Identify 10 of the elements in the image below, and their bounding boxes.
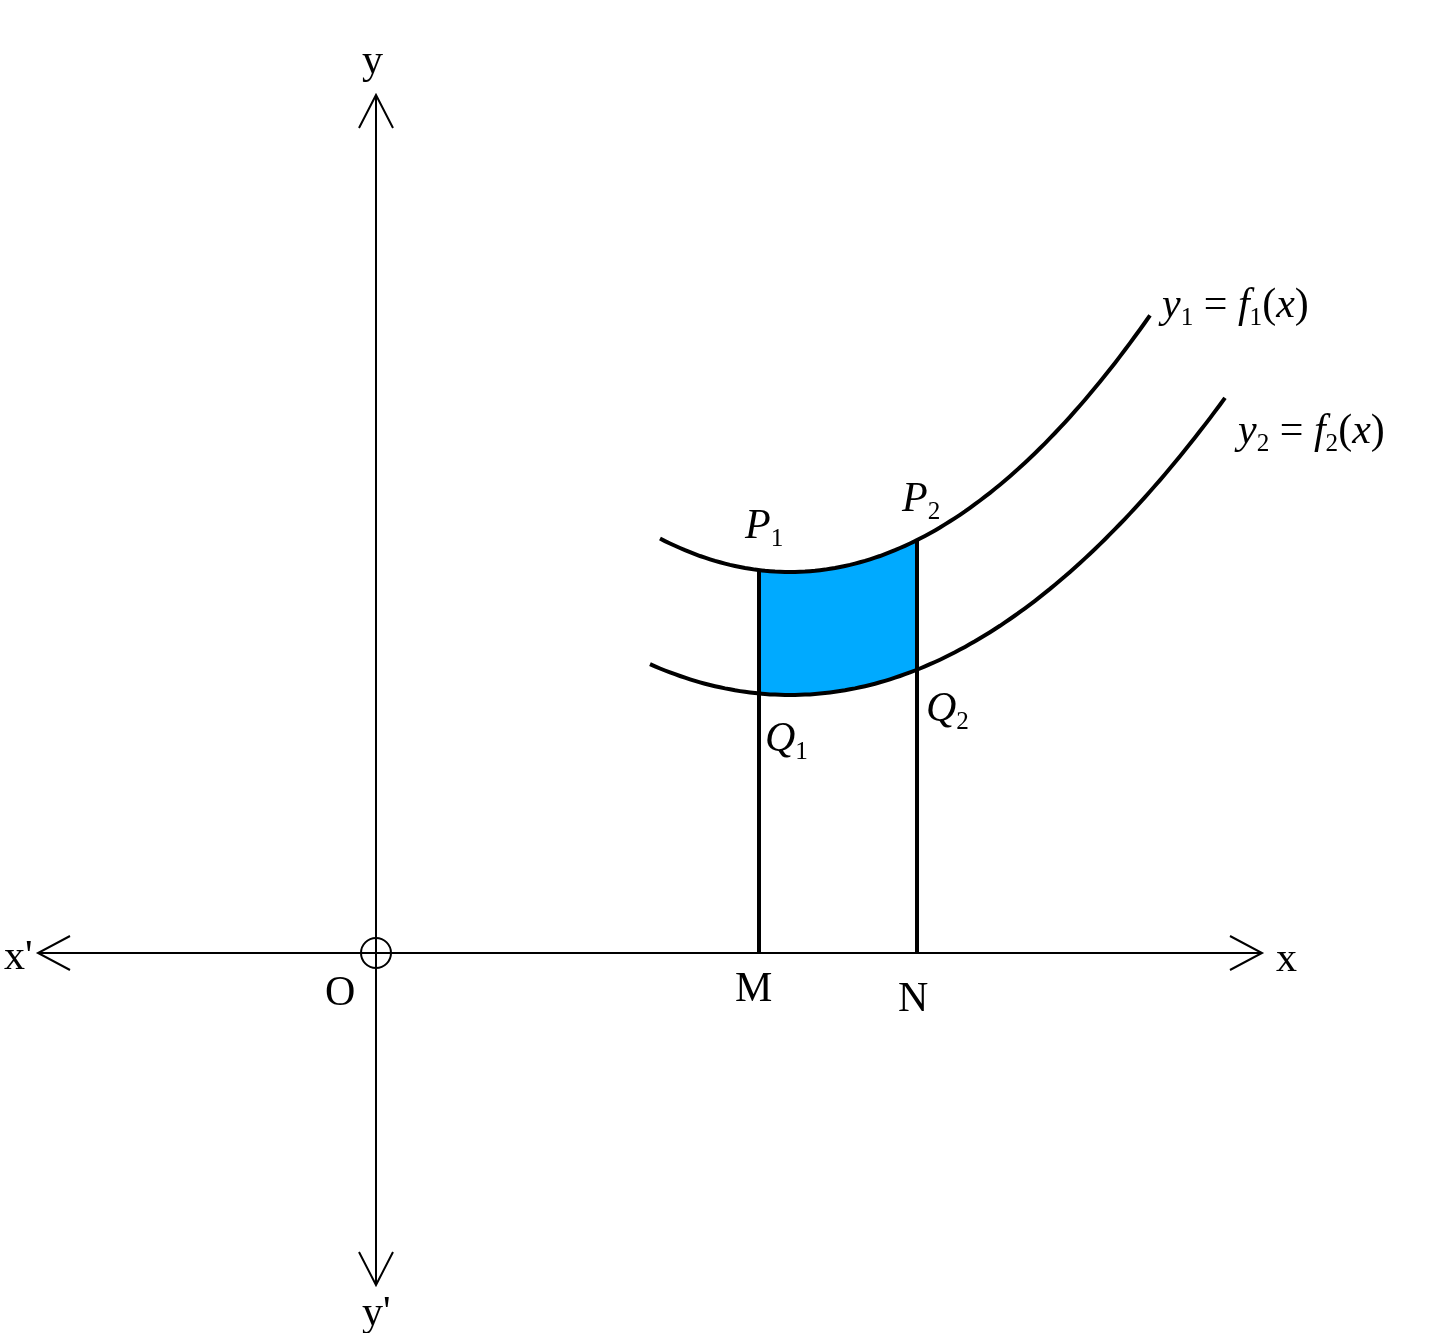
axis-label: x' xyxy=(4,934,33,976)
point-label: Q$_{1}$ xyxy=(765,716,808,763)
axis-label: y xyxy=(362,38,383,80)
point-label: N xyxy=(898,976,929,1018)
point-label: P$_{1}$ xyxy=(745,503,784,550)
origin-label: O xyxy=(325,970,356,1012)
axis-label: x xyxy=(1276,936,1297,978)
point-label: M xyxy=(735,966,773,1008)
point-label: Q$_{2}$ xyxy=(926,686,969,733)
point-label: P$_{2}$ xyxy=(902,476,941,523)
